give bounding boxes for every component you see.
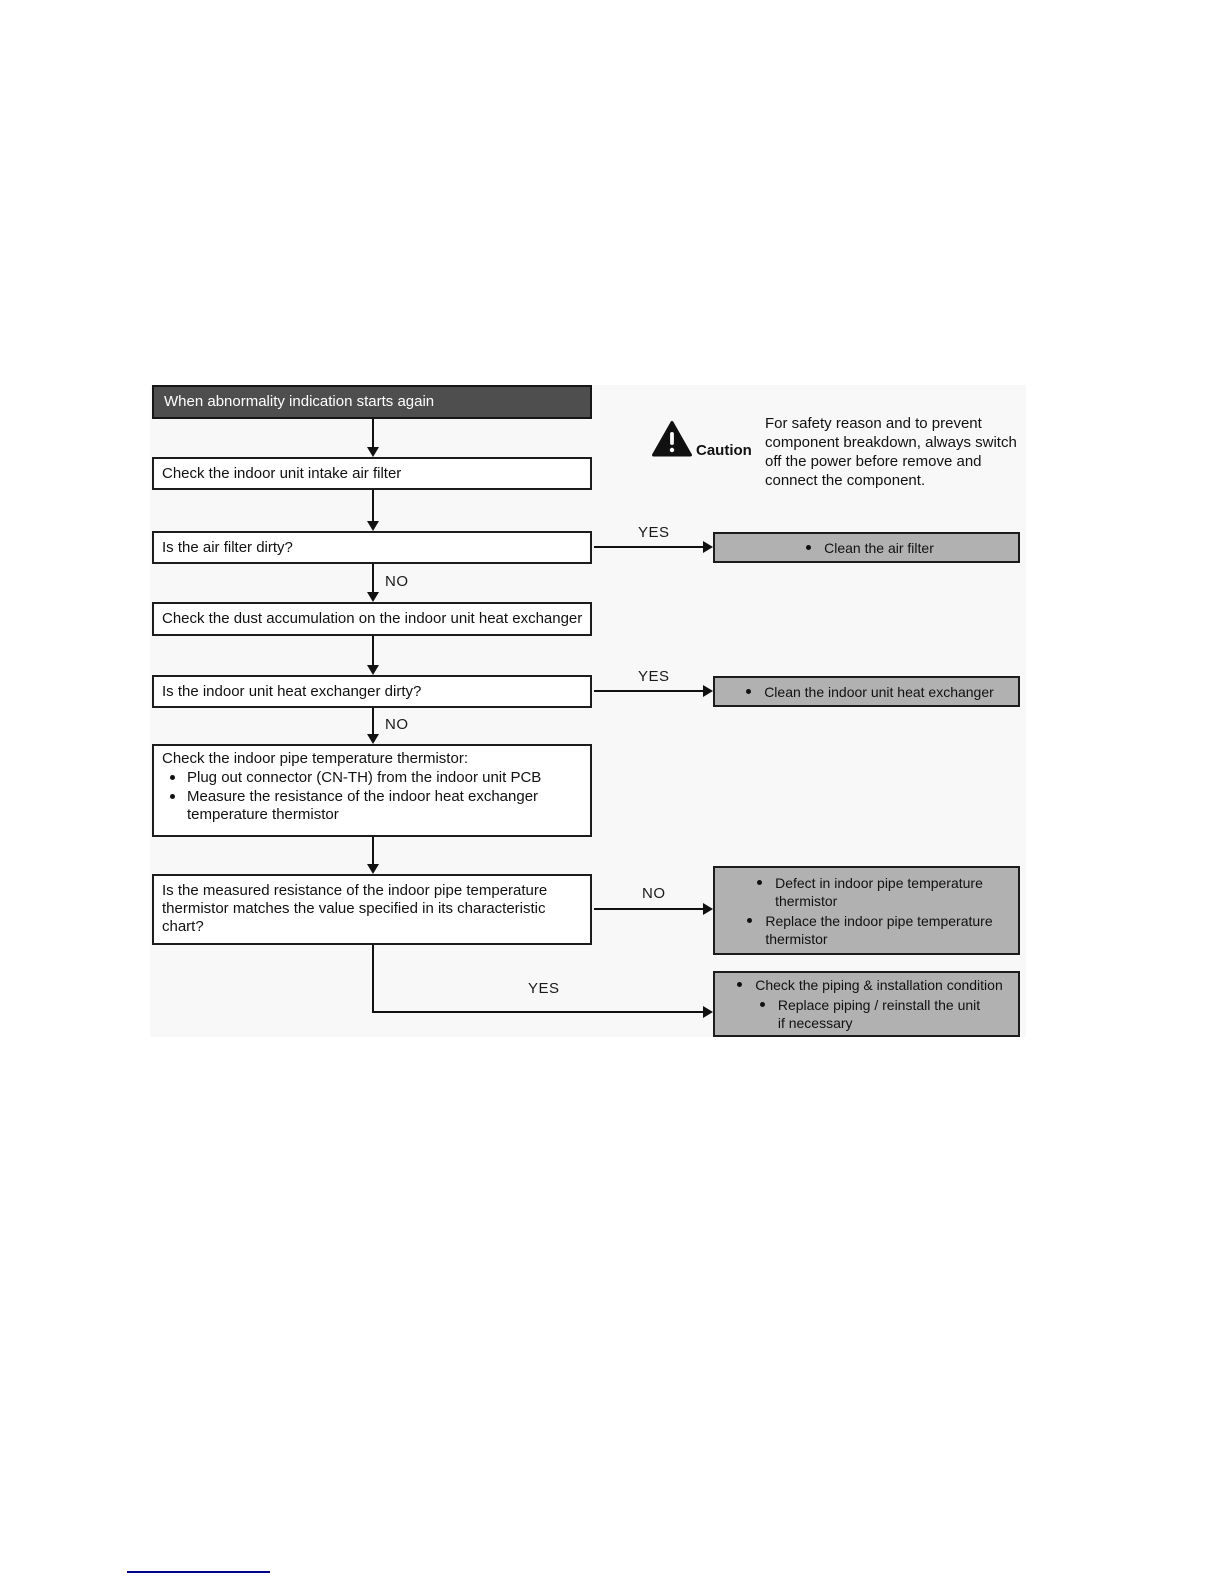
bullet-icon [170,775,175,780]
caution-text: For safety reason and to prevent compone… [765,415,1017,489]
bullet-icon [747,917,753,923]
bullet-icon [757,879,763,885]
bullet-text: Defect in indoor pipe temperature thermi… [775,874,983,909]
bullet-item: Clean the air filter [799,539,934,557]
bullet-icon [806,544,812,550]
label-no-3: NO [642,885,666,902]
caution-label: Caution [696,442,752,459]
arrow-no-to-check-thermistor [372,708,374,734]
label-no-2: NO [385,716,409,733]
bullet-text: Replace piping / reinstall the unit if n… [777,997,981,1031]
arrowhead-down-icon [367,864,379,874]
arrowhead-down-icon [367,592,379,602]
flow-node-check-thermistor: Check the indoor pipe temperature thermi… [152,744,592,837]
arrowhead-down-icon [367,734,379,744]
arrow-check-filter-to-question [372,490,374,521]
flow-node-action-thermistor-defect: Defect in indoor pipe temperature thermi… [713,866,1020,955]
arrowhead-right-icon [703,685,713,697]
arrow-no-to-check-dust [372,564,374,592]
arrow-no-to-thermistor-defect [594,908,704,910]
flow-node-q-air-filter-dirty-label: Is the air filter dirty? [162,538,293,556]
bullet-text: Check the piping & installation conditio… [755,977,1003,993]
arrow-yes-to-clean-heat-exchanger [594,690,704,692]
bullet-item: Check the piping & installation conditio… [730,976,1003,994]
flow-node-action-piping: Check the piping & installation conditio… [713,971,1020,1037]
arrowhead-right-icon [703,903,713,915]
flow-node-check-air-filter: Check the indoor unit intake air filter [152,457,592,490]
bullet-icon [746,688,752,694]
label-yes-1: YES [638,524,670,541]
flow-node-q-heat-exchanger-dirty: Is the indoor unit heat exchanger dirty? [152,675,592,708]
arrowhead-down-icon [367,665,379,675]
flow-node-start: When abnormality indication starts again [152,385,592,419]
bullet-text: Clean the air filter [824,539,934,556]
arrow-start-to-check-filter [372,419,374,447]
arrow-yes-to-clean-filter [594,546,704,548]
flow-node-start-label: When abnormality indication starts again [164,393,435,410]
bullet-icon [170,794,175,799]
flow-node-q-air-filter-dirty: Is the air filter dirty? [152,531,592,564]
bullet-item: Measure the resistance of the indoor hea… [162,788,582,824]
flow-node-check-thermistor-title: Check the indoor pipe temperature thermi… [162,750,468,767]
bullet-item: Plug out connector (CN-TH) from the indo… [162,769,582,787]
footer-link-underline [127,1571,270,1573]
bullet-item: Replace piping / reinstall the unit if n… [753,996,980,1032]
label-yes-2: YES [638,668,670,685]
bullet-icon [737,982,743,987]
bullet-icon [759,1002,765,1007]
arrowhead-right-icon [703,1006,713,1018]
warning-triangle-icon [652,421,692,457]
bullet-text: Clean the indoor unit heat exchanger [764,683,994,700]
bullet-item: Replace the indoor pipe temperature ther… [740,912,993,948]
label-no-1: NO [385,573,409,590]
arrow-yes-elbow-horizontal [372,1011,703,1013]
bullet-item: Clean the indoor unit heat exchanger [739,683,994,701]
arrow-yes-elbow-vertical [372,945,374,1013]
bullet-item: Defect in indoor pipe temperature thermi… [750,874,983,910]
flow-node-q-resistance-match-label: Is the measured resistance of the indoor… [162,882,548,935]
arrowhead-down-icon [367,447,379,457]
arrowhead-down-icon [367,521,379,531]
bullet-text: Replace the indoor pipe temperature ther… [765,912,993,947]
flow-node-check-dust-label: Check the dust accumulation on the indoo… [162,610,583,627]
flow-node-q-heat-exchanger-dirty-label: Is the indoor unit heat exchanger dirty? [162,682,422,700]
flow-node-q-resistance-match: Is the measured resistance of the indoor… [152,874,592,945]
arrowhead-right-icon [703,541,713,553]
label-yes-3: YES [528,980,560,997]
flow-node-check-dust: Check the dust accumulation on the indoo… [152,602,592,636]
bullet-text: Measure the resistance of the indoor hea… [187,788,539,823]
arrow-check-dust-to-question [372,636,374,665]
flow-node-action-clean-heat-exchanger: Clean the indoor unit heat exchanger [713,676,1020,707]
arrow-check-thermistor-to-question [372,837,374,864]
flow-node-action-clean-air-filter: Clean the air filter [713,532,1020,563]
bullet-text: Plug out connector (CN-TH) from the indo… [187,769,542,786]
flow-node-check-air-filter-label: Check the indoor unit intake air filter [162,464,402,482]
